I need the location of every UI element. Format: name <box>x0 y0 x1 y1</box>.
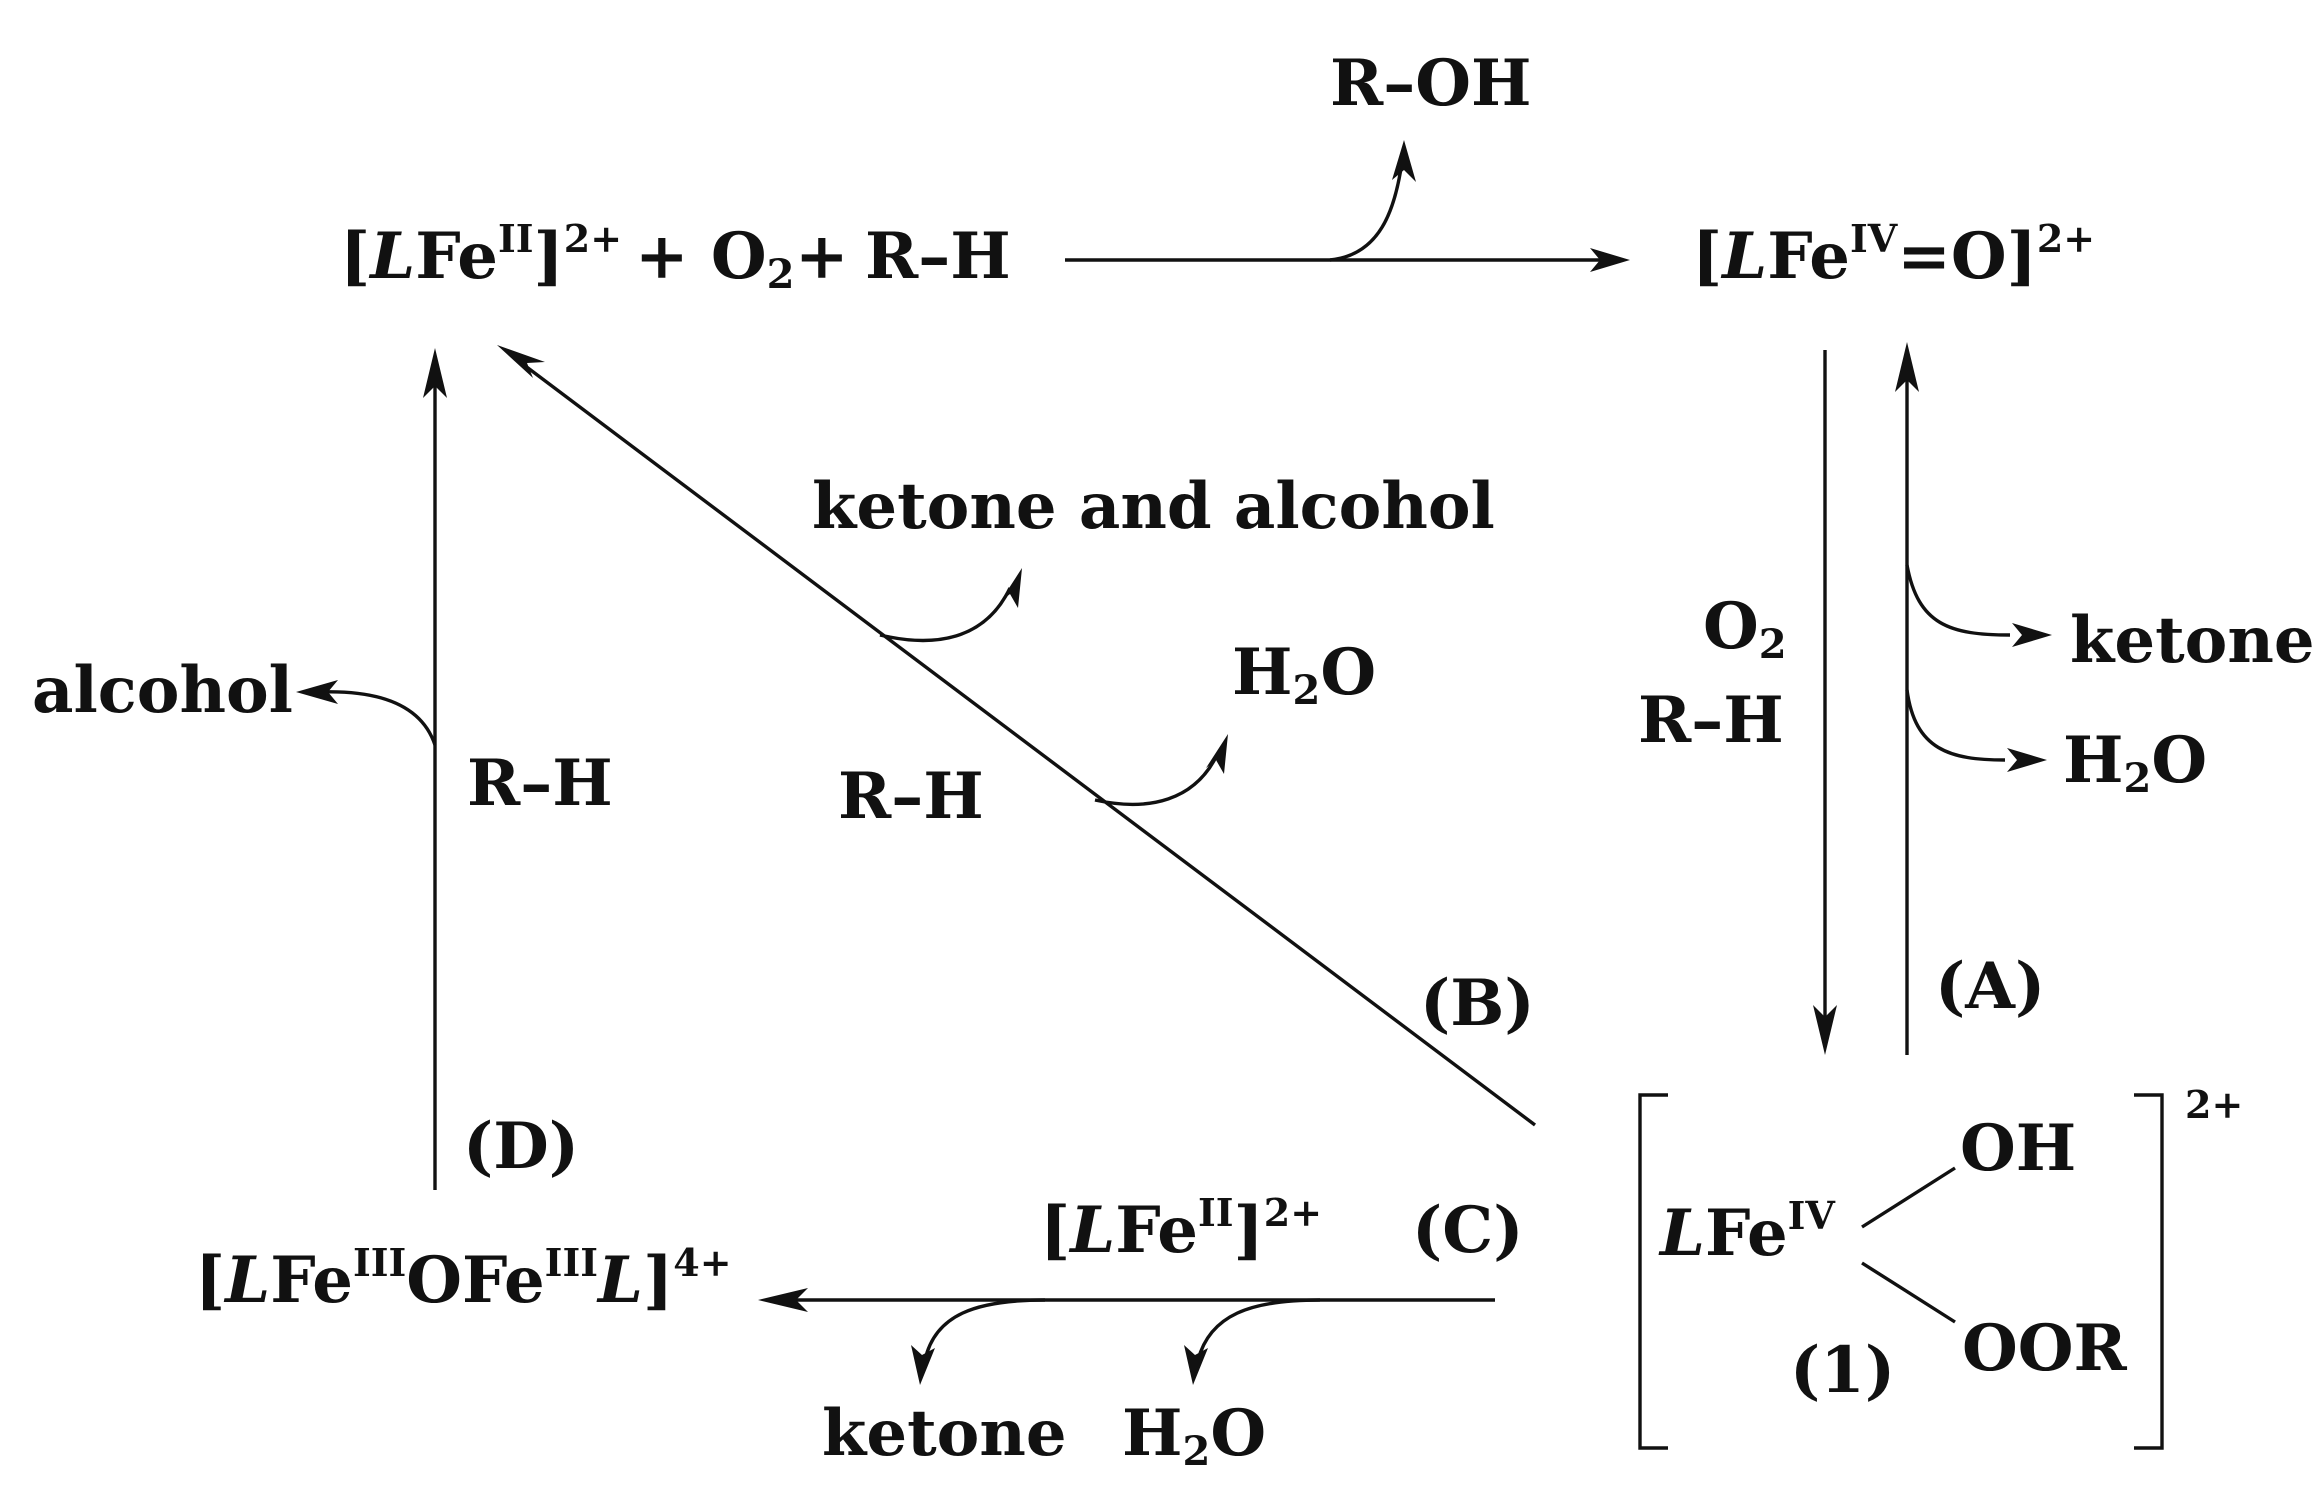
ketone-c-branch-head <box>911 1345 935 1385</box>
h2o-c-label: H2O <box>1122 1396 1266 1475</box>
intermediate-left-bracket <box>1638 1093 1668 1450</box>
top-arrow-head <box>1590 248 1630 272</box>
h2o-c-branch-curve <box>1196 1298 1321 1361</box>
h2o-b-branch-head <box>1206 734 1228 774</box>
roh-branch-curve <box>1329 161 1404 262</box>
dimer-species: [LFeIIIOFeIIIL]4+ <box>195 1240 732 1318</box>
alcohol-branch-head <box>296 680 338 704</box>
fe2-c-label: [LFeII]2+ <box>1040 1190 1322 1268</box>
arrow-a-head <box>1895 342 1919 392</box>
arrow-b-head <box>497 345 545 378</box>
intermediate-oor: OOR <box>1962 1311 2128 1386</box>
roh-product: R–OH <box>1330 46 1531 121</box>
fe-oh-bond <box>1861 1166 1956 1229</box>
down-arrow-head <box>1813 1005 1837 1055</box>
rh-b-label: R–H <box>838 759 984 834</box>
h2o-a-branch-head <box>2007 748 2047 772</box>
intermediate-fe: LFeIV <box>1658 1193 1836 1271</box>
arrow-d-head <box>423 348 447 398</box>
ketone-alcohol-branch-curve <box>879 587 1012 643</box>
ketone-a-branch-head <box>2012 623 2052 647</box>
pathway-b-label: (B) <box>1420 966 1535 1041</box>
h2o-c-branch-head <box>1184 1345 1208 1385</box>
h2o-a-branch-curve <box>1905 689 2006 762</box>
h2o-b-label: H2O <box>1232 635 1376 714</box>
rh-reactant: R–H <box>865 219 1011 294</box>
h2o-a-label: H2O <box>2063 723 2207 802</box>
roh-branch-head <box>1392 140 1416 182</box>
arrow-b-line <box>518 360 1537 1127</box>
rh-a-label: R–H <box>1638 683 1784 758</box>
h2o-b-branch-curve <box>1094 754 1219 807</box>
intermediate-number: (1) <box>1790 1333 1895 1408</box>
intermediate-charge: 2+ <box>2185 1082 2243 1127</box>
ketone-a-label: ketone <box>2070 603 2313 678</box>
ketone-c-branch-curve <box>923 1298 1046 1361</box>
alcohol-branch-curve <box>317 690 437 746</box>
pathway-c-label: (C) <box>1412 1193 1524 1268</box>
rh-d-label: R–H <box>467 746 613 821</box>
plus-sign: + <box>795 219 849 294</box>
pathway-d-label: (D) <box>463 1109 579 1184</box>
alcohol-label: alcohol <box>32 653 293 728</box>
intermediate-oh: OH <box>1960 1111 2076 1186</box>
feo-species: [LFeIV=O]2+ <box>1692 216 2095 294</box>
ketone-and-alcohol-label: ketone and alcohol <box>812 469 1495 544</box>
arrow-c-head <box>758 1288 808 1312</box>
intermediate-right-bracket <box>2134 1093 2164 1450</box>
pathway-a-label: (A) <box>1935 949 2045 1024</box>
ketone-a-branch-curve <box>1905 564 2011 637</box>
o2-reactant: + O2 <box>635 219 795 298</box>
fe-oor-bond <box>1861 1261 1956 1324</box>
ketone-alcohol-branch-head <box>1000 568 1022 608</box>
fe2-reactant: [LFeII]2+ <box>340 216 622 294</box>
ketone-c-label: ketone <box>822 1396 1067 1471</box>
o2-a-label: O2 <box>1703 589 1787 668</box>
